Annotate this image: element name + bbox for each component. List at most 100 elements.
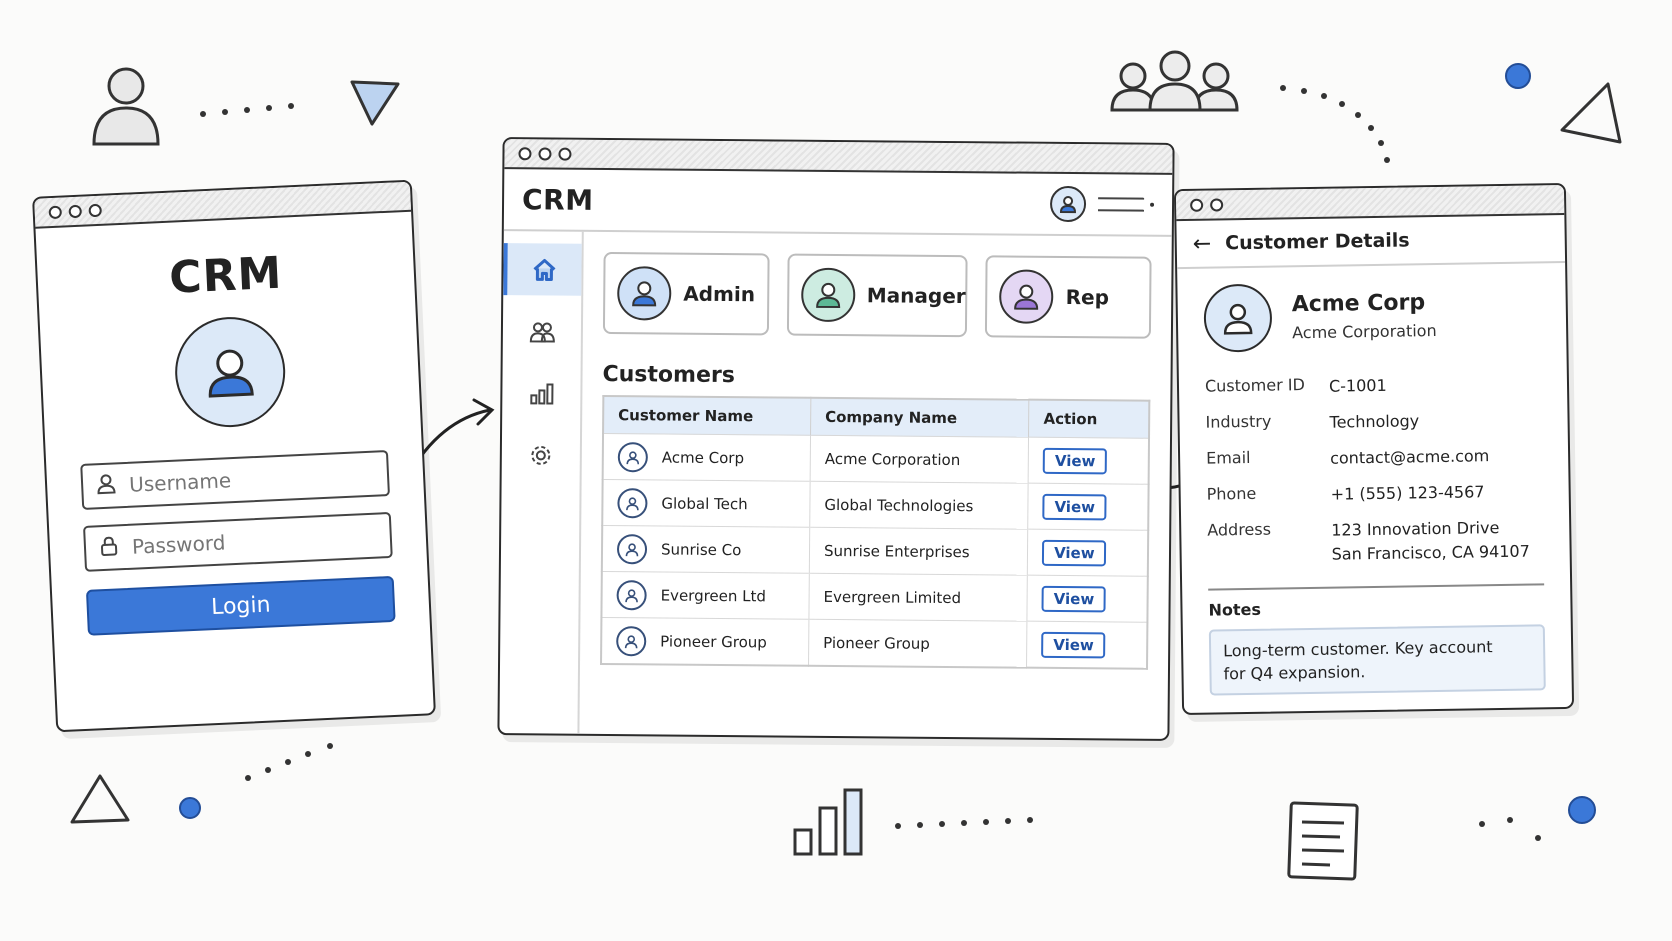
column-header-customer-name: Customer Name — [603, 395, 811, 436]
role-card-admin[interactable]: Admin — [602, 251, 770, 336]
field-label: Address — [1207, 519, 1272, 540]
divider — [1208, 583, 1545, 591]
login-avatar-icon — [172, 314, 288, 430]
company-name: Evergreen Limited — [808, 573, 1028, 622]
field-email: Email contact@acme.com — [1206, 443, 1542, 472]
customer-avatar-icon — [616, 533, 648, 564]
customer-name: Acme Corp — [661, 447, 745, 467]
table-row: Pioneer Group Pioneer Group View — [601, 617, 1148, 669]
dashboard-main: Admin Manager Rep Customers Cus — [579, 232, 1171, 741]
notes-line-1: Long-term customer. Key account — [1223, 637, 1493, 661]
customer-avatar-icon — [1203, 283, 1273, 353]
view-button[interactable]: View — [1041, 585, 1107, 612]
view-button[interactable]: View — [1043, 447, 1108, 474]
customer-name: Pioneer Group — [660, 631, 767, 651]
window-dot-icon — [88, 203, 102, 217]
admin-avatar-icon — [617, 266, 672, 321]
company-name: Acme Corporation — [810, 435, 1029, 484]
users-icon — [529, 322, 555, 343]
user-icon — [95, 472, 118, 499]
home-icon — [533, 258, 556, 282]
details-title: Customer Details — [1225, 229, 1410, 255]
document-icon — [1287, 801, 1359, 881]
customer-avatar-icon — [617, 441, 648, 472]
field-label: Phone — [1206, 483, 1257, 504]
table-row: Global Tech Global Technologies View — [602, 479, 1149, 531]
view-button[interactable]: View — [1042, 493, 1107, 520]
view-button[interactable]: View — [1041, 631, 1106, 658]
customers-section-title: Customers — [602, 361, 735, 389]
window-dot-icon — [1190, 198, 1204, 212]
role-label: Manager — [866, 283, 966, 309]
view-button[interactable]: View — [1042, 539, 1107, 566]
window-dot-icon — [538, 146, 552, 161]
field-customer-id: Customer ID C-1001 — [1205, 371, 1541, 400]
bar-chart-icon — [530, 383, 554, 405]
table-row: Sunrise Co Sunrise Enterprises View — [601, 525, 1149, 577]
blue-dot-icon — [1505, 63, 1531, 89]
field-label: Industry — [1205, 411, 1272, 432]
dotted-line-icon — [245, 743, 333, 781]
field-industry: Industry Technology — [1205, 407, 1541, 436]
customer-summary: Acme Corp Acme Corporation — [1177, 263, 1566, 359]
field-value: contact@acme.com — [1329, 446, 1490, 468]
field-label: Customer ID — [1204, 375, 1305, 396]
field-value: C-1001 — [1328, 375, 1387, 396]
field-phone: Phone +1 (555) 123-4567 — [1207, 479, 1543, 508]
dashboard-window: CRM — [497, 137, 1175, 741]
field-address: Address 123 Innovation Drive San Francis… — [1207, 515, 1544, 568]
field-label: Email — [1205, 447, 1251, 468]
window-dot-icon — [68, 204, 83, 218]
username-field[interactable] — [80, 450, 390, 510]
triangle-outline-icon — [70, 774, 130, 824]
profile-avatar-icon[interactable] — [1049, 185, 1087, 223]
blue-dot-icon — [1568, 796, 1596, 824]
login-window: CRM Login — [32, 179, 436, 733]
company-name: Pioneer Group — [808, 619, 1028, 668]
customer-name: Global Tech — [661, 493, 748, 513]
field-value: 123 Innovation Drive San Francisco, CA 9… — [1331, 516, 1530, 567]
role-label: Admin — [683, 281, 756, 307]
dotted-line-icon — [200, 103, 294, 117]
lock-icon — [97, 534, 120, 561]
field-value: +1 (555) 123-4567 — [1330, 482, 1485, 504]
dotted-arc-icon — [1280, 85, 1390, 163]
customer-name: Sunrise Co — [660, 539, 742, 559]
customer-details-window: ← Customer Details Acme Corp Acme Corpor… — [1173, 182, 1575, 716]
blue-dot-icon — [179, 797, 201, 819]
customer-company: Acme Corporation — [1292, 321, 1437, 343]
triangle-outline-icon — [1560, 82, 1622, 144]
table-row: Acme Corp Acme Corporation View — [602, 433, 1150, 485]
username-input[interactable] — [126, 460, 372, 498]
role-card-rep[interactable]: Rep — [985, 255, 1152, 339]
sidebar-item-home[interactable] — [503, 243, 582, 296]
login-button[interactable]: Login — [85, 575, 396, 636]
notes-box: Long-term customer. Key account for Q4 e… — [1208, 624, 1546, 696]
group-users-icon — [1110, 50, 1239, 112]
dotted-line-icon — [895, 817, 1033, 829]
sidebar-item-reports[interactable] — [502, 367, 580, 420]
window-dot-icon — [1210, 197, 1224, 212]
notes-label: Notes — [1208, 599, 1262, 620]
window-dot-icon — [558, 147, 572, 161]
sidebar-item-users[interactable] — [503, 305, 581, 358]
notes-line-2: for Q4 expansion. — [1223, 662, 1366, 684]
details-header: ← Customer Details — [1176, 214, 1566, 270]
triangle-icon — [350, 80, 400, 126]
menu-icon[interactable] — [1097, 197, 1155, 212]
user-icon — [92, 67, 160, 146]
password-input[interactable] — [129, 522, 375, 560]
login-app-title: CRM — [168, 247, 284, 304]
bar-chart-icon — [793, 788, 863, 856]
back-arrow-icon[interactable]: ← — [1192, 231, 1212, 257]
password-field[interactable] — [83, 511, 393, 572]
customer-avatar-icon — [616, 579, 647, 610]
role-card-manager[interactable]: Manager — [786, 253, 969, 338]
dashboard-app-title: CRM — [521, 182, 594, 217]
customer-avatar-icon — [616, 625, 647, 656]
customer-name: Acme Corp — [1291, 290, 1426, 318]
window-dot-icon — [518, 146, 532, 160]
sidebar-item-settings[interactable] — [502, 429, 580, 482]
rep-avatar-icon — [999, 269, 1054, 324]
